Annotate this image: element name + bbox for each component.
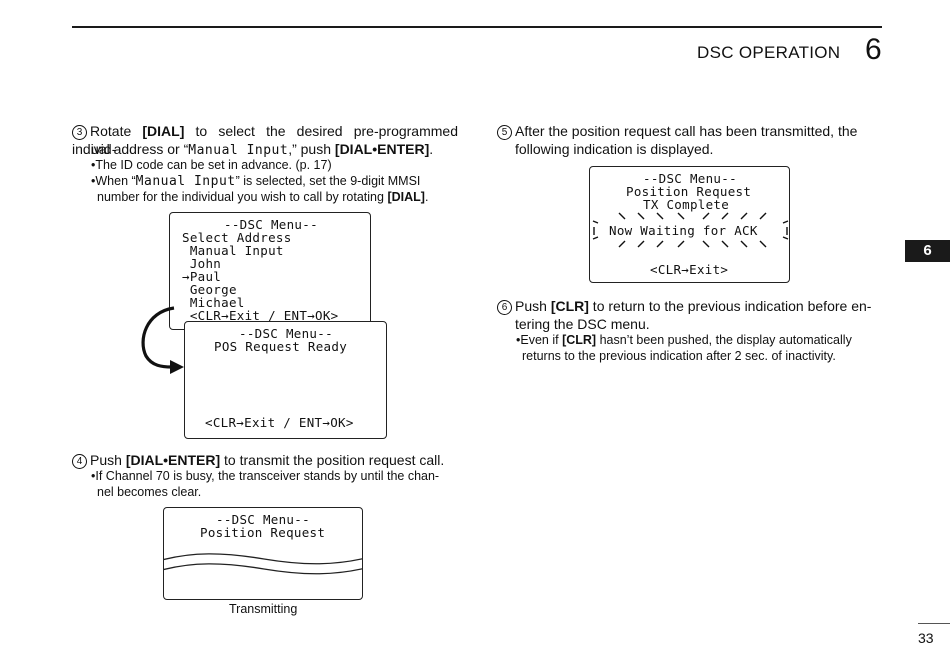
page-number: 33: [918, 630, 934, 646]
lcd-line: Position Request: [626, 184, 752, 199]
lcd-line: --DSC Menu--: [239, 326, 333, 341]
transition-arrow-icon: [141, 306, 184, 374]
step-4-bullet-cont: nel becomes clear.: [97, 485, 202, 499]
step-3-bullet-2-cont: number for the individual you wish to ca…: [97, 190, 429, 204]
step-number: 3: [72, 125, 87, 140]
step-4-bullet: •If Channel 70 is busy, the transceiver …: [91, 469, 440, 483]
step-number: 5: [497, 125, 512, 140]
step-6-bullet-cont: returns to the previous indication after…: [522, 349, 836, 363]
lcd-line: Select Address: [182, 230, 292, 245]
lcd-line: <CLR→Exit / ENT→OK>: [205, 415, 354, 430]
header-rule: [72, 26, 882, 28]
lcd-line: TX Complete: [643, 197, 730, 212]
lcd-line: Manual Input: [182, 243, 284, 258]
lcd-line: <CLR→Exit / ENT→OK>: [182, 308, 339, 323]
step-number: 6: [497, 300, 512, 315]
lcd-line: <CLR→Exit>: [650, 262, 729, 277]
lcd-line: POS Request Ready: [214, 339, 348, 354]
lcd-line: --DSC Menu--: [216, 512, 310, 527]
lcd-line: Now Waiting for ACK: [609, 223, 758, 238]
lcd-line: Position Request: [200, 525, 326, 540]
step-5-line2: following indication is displayed.: [515, 141, 714, 157]
step-3-bullet-2: •When “Manual Input” is selected, set th…: [91, 174, 421, 189]
lcd-line: --DSC Menu--: [643, 171, 737, 186]
lcd-line: George: [182, 282, 237, 297]
step-number: 4: [72, 454, 87, 469]
cut-wave-icon: [164, 553, 362, 575]
lcd-caption: Transmitting: [229, 602, 298, 616]
section-tab: 6: [905, 240, 950, 262]
lcd-line: John: [182, 256, 222, 271]
lcd-line: →Paul: [182, 269, 222, 284]
section-title: DSC OPERATION: [697, 43, 841, 62]
lcd-line: Michael: [182, 295, 245, 310]
step-3-bullet-1: •The ID code can be set in advance. (p. …: [91, 158, 332, 172]
footer-rule: [918, 623, 950, 624]
lcd-pos-request-ready: --DSC Menu-- POS Request Ready <CLR→Exit…: [184, 321, 387, 439]
section-number: 6: [865, 33, 882, 66]
blink-indicator-icon: [592, 212, 789, 248]
lcd-position-request: --DSC Menu-- Position Request: [163, 507, 363, 600]
step-6-bullet: •Even if [CLR] hasn’t been pushed, the d…: [516, 333, 852, 347]
lcd-select-address: --DSC Menu-- Select Address Manual Input…: [169, 212, 371, 330]
lcd-waiting-ack: --DSC Menu-- Position Request TX Complet…: [589, 166, 790, 283]
lcd-line: --DSC Menu--: [224, 217, 318, 232]
step-6-line2: tering the DSC menu.: [515, 316, 650, 332]
step-3-line2: ual address or “Manual Input,” push [DIA…: [91, 141, 434, 158]
